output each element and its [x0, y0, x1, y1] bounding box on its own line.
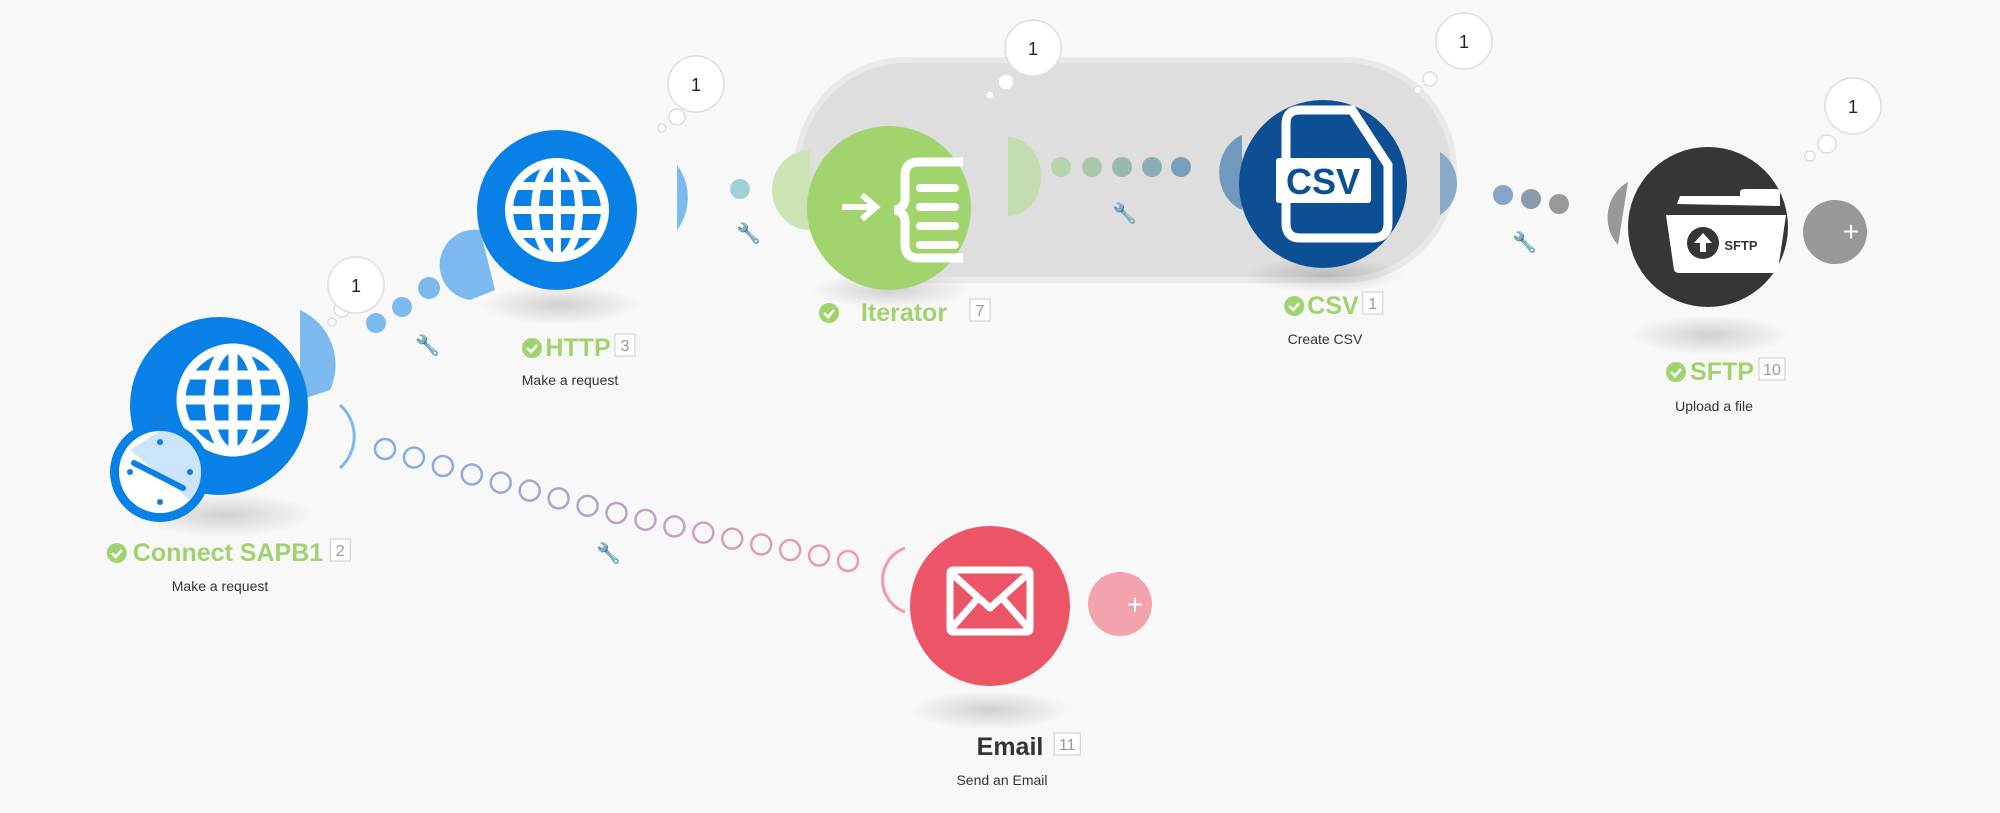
success-check-icon — [106, 543, 127, 563]
route-dot — [402, 446, 426, 469]
svg-text:1: 1 — [1028, 39, 1038, 59]
module-label-iterator[interactable]: Iterator 7 — [819, 298, 991, 327]
module-email[interactable] — [910, 526, 1070, 686]
route-dot — [836, 549, 860, 573]
module-id: 3 — [621, 338, 630, 355]
module-id: 10 — [1763, 362, 1781, 379]
module-subtitle: Upload a file — [1675, 398, 1753, 414]
success-check-icon — [1284, 296, 1305, 316]
sapb1-email-output-handle[interactable] — [338, 403, 356, 470]
email-input-handle[interactable] — [880, 546, 906, 614]
wrench-icon[interactable]: 🔧 — [415, 333, 440, 357]
module-sftp[interactable]: SFTP — [1628, 147, 1788, 307]
route-http-iterator[interactable] — [677, 150, 810, 230]
csv-file-icon: CSV — [1276, 105, 1393, 243]
module-id-badge — [969, 298, 991, 322]
module-title: Connect SAPB1 — [133, 539, 323, 567]
module-id: 1 — [1368, 296, 1377, 313]
route-dot — [373, 437, 397, 461]
operation-count-bubbles[interactable]: 1 1 1 1 1 — [327, 12, 1882, 327]
wrench-icon[interactable]: 🔧 — [1512, 230, 1537, 254]
route-dot — [807, 544, 831, 567]
route-dot — [692, 521, 715, 544]
module-subtitle: Create CSV — [1288, 331, 1363, 347]
module-title: HTTP — [545, 334, 610, 362]
module-id: 7 — [976, 303, 985, 320]
route-sapb1-email[interactable] — [373, 437, 860, 573]
email-add-button[interactable]: + — [1088, 572, 1152, 636]
route-dot — [576, 494, 599, 518]
route-dot — [605, 501, 628, 525]
route-dot — [749, 533, 773, 556]
module-iterator[interactable] — [807, 126, 971, 290]
svg-text:1: 1 — [1459, 32, 1469, 52]
module-title: Email — [977, 733, 1044, 761]
route-csv-sftp[interactable] — [1440, 152, 1628, 245]
svg-text:SFTP: SFTP — [1724, 238, 1758, 253]
route-dot — [460, 463, 484, 486]
route-dot — [547, 487, 570, 510]
module-title: SFTP — [1690, 358, 1754, 386]
module-id-badge — [1758, 357, 1786, 381]
sftp-add-button[interactable]: + — [1803, 200, 1867, 264]
svg-text:1: 1 — [1848, 97, 1858, 117]
route-dot — [663, 515, 686, 538]
globe-icon — [176, 343, 290, 457]
module-id-badge — [1053, 732, 1081, 756]
module-csv[interactable]: CSV — [1239, 100, 1407, 268]
plus-icon: + — [1843, 216, 1859, 247]
node-shadows — [135, 257, 1790, 730]
route-sapb1-http[interactable] — [300, 229, 495, 400]
module-id: 2 — [336, 543, 345, 560]
route-iterator-csv[interactable] — [1008, 135, 1242, 217]
wrench-icon[interactable]: 🔧 — [596, 541, 621, 565]
svg-text:1: 1 — [351, 276, 361, 296]
module-http[interactable] — [477, 130, 637, 290]
route-dot — [518, 479, 541, 502]
success-check-icon — [819, 303, 839, 323]
module-subtitle: Send an Email — [956, 772, 1047, 788]
iterator-icon — [842, 157, 963, 263]
wrench-icon[interactable]: 🔧 — [1112, 201, 1137, 225]
module-subtitle: Make a request — [172, 578, 269, 594]
module-id-badge — [614, 333, 636, 357]
sapb1-output-handle[interactable] — [300, 310, 336, 400]
globe-icon — [505, 158, 609, 262]
wrench-icon[interactable]: 🔧 — [736, 221, 761, 245]
module-id-badge — [329, 538, 351, 562]
http-input-handle[interactable] — [439, 229, 495, 300]
route-dot — [721, 527, 744, 550]
plus-icon: + — [1127, 589, 1143, 620]
route-dot — [634, 508, 657, 532]
module-id-badge — [1362, 291, 1384, 315]
route-dot — [431, 454, 455, 478]
svg-text:CSV: CSV — [1286, 161, 1360, 202]
module-connect-sapb1[interactable] — [110, 317, 308, 522]
module-title: Iterator — [861, 299, 947, 327]
svg-text:1: 1 — [691, 75, 701, 95]
route-dot — [489, 471, 512, 494]
module-subtitle: Make a request — [522, 372, 619, 388]
module-title: CSV — [1307, 292, 1359, 320]
sftp-folder-icon: SFTP — [1666, 189, 1786, 273]
module-id: 11 — [1059, 737, 1076, 754]
sftp-input-handle — [1607, 182, 1628, 245]
route-dot — [778, 538, 802, 562]
envelope-icon — [946, 566, 1034, 636]
success-check-icon — [1666, 362, 1686, 382]
clock-icon — [110, 422, 210, 522]
success-check-icon — [522, 338, 542, 358]
